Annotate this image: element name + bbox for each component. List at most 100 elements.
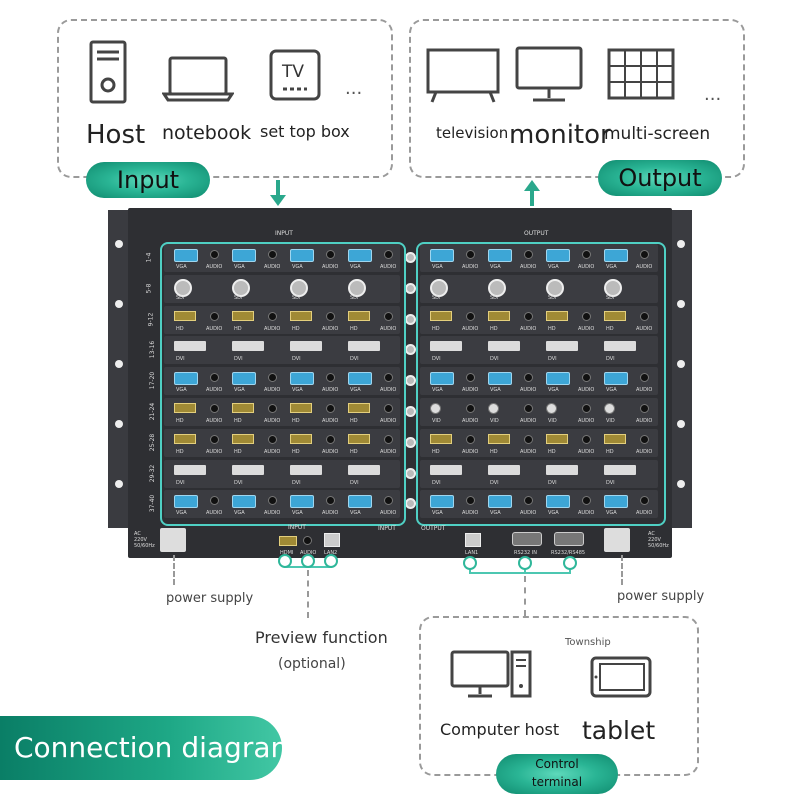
audio-port[interactable] [582, 404, 591, 413]
vga-port[interactable] [174, 249, 198, 262]
vga-port[interactable] [348, 249, 372, 262]
audio-port[interactable] [466, 373, 475, 383]
dvi-port[interactable] [290, 341, 322, 352]
audio-port[interactable] [210, 404, 219, 413]
hd-port[interactable] [174, 403, 196, 413]
dvi-port[interactable] [546, 464, 578, 475]
audio-port[interactable] [640, 373, 649, 383]
hd-port[interactable] [348, 433, 370, 444]
audio-port[interactable] [582, 373, 591, 383]
dvi-port[interactable] [174, 464, 206, 475]
audio-port[interactable] [524, 404, 533, 413]
bnc-connector[interactable] [405, 467, 416, 479]
audio-port[interactable] [640, 311, 649, 321]
vga-port[interactable] [430, 249, 454, 262]
vga-port[interactable] [174, 495, 198, 509]
bnc-connector[interactable] [405, 436, 416, 448]
audio-port[interactable] [210, 250, 219, 259]
vga-port[interactable] [290, 372, 314, 386]
hd-port[interactable] [348, 403, 370, 413]
vga-port[interactable] [290, 495, 314, 509]
sdi-port[interactable] [546, 278, 564, 297]
dvi-port[interactable] [232, 464, 264, 475]
audio-port[interactable] [640, 250, 649, 259]
audio-port[interactable] [268, 496, 277, 506]
audio-port[interactable] [268, 373, 277, 383]
audio-port[interactable] [384, 250, 393, 259]
sdi-port[interactable] [430, 278, 448, 297]
hd-port[interactable] [430, 310, 452, 321]
audio-port[interactable] [210, 311, 219, 321]
sdi-port[interactable] [232, 278, 250, 297]
hd-port[interactable] [604, 433, 626, 444]
vga-port[interactable] [348, 372, 372, 386]
audio-port[interactable] [326, 373, 335, 383]
hd-port[interactable] [174, 310, 196, 321]
vga-port[interactable] [430, 372, 454, 386]
audio-port[interactable] [466, 311, 475, 321]
hd-port[interactable] [232, 433, 254, 444]
sdi-port[interactable] [290, 278, 308, 297]
dvi-port[interactable] [232, 341, 264, 352]
hd-port[interactable] [546, 433, 568, 444]
hd-port[interactable] [488, 433, 510, 444]
hd-port[interactable] [604, 310, 626, 321]
audio-port[interactable] [384, 373, 393, 383]
audio-port[interactable] [268, 404, 277, 413]
lan2-port[interactable] [324, 533, 340, 547]
vga-port[interactable] [546, 372, 570, 386]
vga-port[interactable] [604, 372, 628, 386]
dvi-port[interactable] [348, 341, 380, 352]
audio-port[interactable] [466, 404, 475, 413]
audio-port[interactable] [384, 434, 393, 444]
audio-port[interactable] [384, 404, 393, 413]
audio-port[interactable] [524, 496, 533, 506]
vga-port[interactable] [430, 495, 454, 509]
audio-port[interactable] [640, 404, 649, 413]
audio-port[interactable] [326, 434, 335, 444]
dvi-port[interactable] [174, 341, 206, 352]
vga-port[interactable] [488, 372, 512, 386]
dvi-port[interactable] [604, 341, 636, 352]
audio-port[interactable] [582, 496, 591, 506]
audio-port[interactable] [524, 250, 533, 259]
hd-port[interactable] [232, 403, 254, 413]
audio-port[interactable] [210, 373, 219, 383]
hd-port[interactable] [348, 310, 370, 321]
lan1-port[interactable] [465, 533, 481, 547]
hdmi-port[interactable] [279, 536, 297, 546]
hd-port[interactable] [174, 433, 196, 444]
audio-port[interactable] [524, 373, 533, 383]
audio-port[interactable] [326, 496, 335, 506]
hd-port[interactable] [546, 310, 568, 321]
vid-port[interactable] [546, 403, 557, 414]
vid-port[interactable] [430, 403, 441, 414]
audio-port[interactable] [466, 434, 475, 444]
audio-port[interactable] [268, 250, 277, 259]
audio-port[interactable] [268, 434, 277, 444]
audio-port[interactable] [582, 250, 591, 259]
vid-port[interactable] [488, 403, 499, 414]
hd-port[interactable] [488, 310, 510, 321]
dvi-port[interactable] [604, 464, 636, 475]
vga-port[interactable] [488, 249, 512, 262]
audio-port[interactable] [466, 250, 475, 259]
audio-port[interactable] [582, 311, 591, 321]
bnc-connector[interactable] [405, 252, 416, 263]
bnc-connector[interactable] [405, 344, 416, 356]
hd-port[interactable] [290, 403, 312, 413]
vga-port[interactable] [546, 495, 570, 509]
audio-port[interactable] [268, 311, 277, 321]
bnc-connector[interactable] [405, 406, 416, 417]
dvi-port[interactable] [488, 341, 520, 352]
dvi-port[interactable] [430, 341, 462, 352]
sdi-port[interactable] [604, 278, 622, 297]
sdi-port[interactable] [488, 278, 506, 297]
audio-port[interactable] [326, 404, 335, 413]
bnc-connector[interactable] [405, 313, 416, 325]
vga-port[interactable] [604, 495, 628, 509]
rs232-rs485-port[interactable] [554, 532, 584, 546]
audio-port[interactable] [524, 311, 533, 321]
vga-port[interactable] [290, 249, 314, 262]
sdi-port[interactable] [174, 278, 192, 297]
